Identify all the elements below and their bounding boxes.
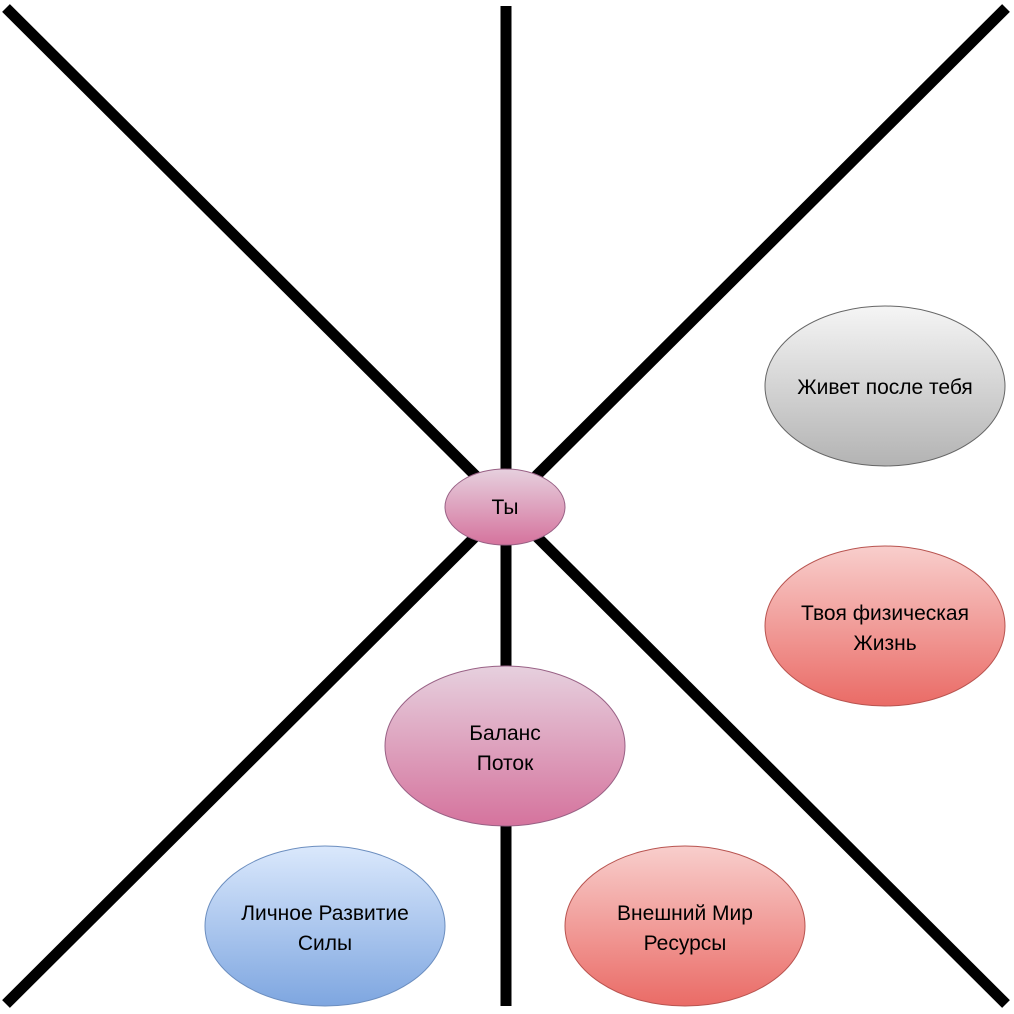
node-you[interactable]: Ты: [444, 468, 566, 546]
node-physical-life-label-line2: Жизнь: [853, 632, 916, 655]
node-personal-development-shape[interactable]: [204, 845, 446, 1007]
node-personal-development-label-line1: Личное Развитие: [241, 902, 409, 925]
node-personal-development[interactable]: Личное Развитие Силы: [204, 845, 446, 1007]
node-balance-label-line1: Баланс: [469, 722, 541, 745]
node-balance-label-line2: Поток: [477, 752, 534, 775]
node-lives-after[interactable]: Живет после тебя: [764, 305, 1006, 467]
node-balance[interactable]: Баланс Поток: [384, 665, 626, 827]
node-external-world-label-line2: Ресурсы: [644, 932, 727, 955]
node-physical-life[interactable]: Твоя физическая Жизнь: [764, 545, 1006, 707]
node-lives-after-label: Живет после тебя: [797, 376, 973, 399]
node-physical-life-shape[interactable]: [764, 545, 1006, 707]
node-you-shape[interactable]: [444, 468, 566, 546]
node-personal-development-label-line2: Силы: [298, 932, 352, 955]
node-external-world-label-line1: Внешний Мир: [617, 902, 753, 925]
node-external-world[interactable]: Внешний Мир Ресурсы: [564, 845, 806, 1007]
node-lives-after-shape[interactable]: [764, 305, 1006, 467]
node-physical-life-label-line1: Твоя физическая: [801, 602, 969, 625]
node-you-label: Ты: [492, 496, 519, 519]
node-balance-shape[interactable]: [384, 665, 626, 827]
node-external-world-shape[interactable]: [564, 845, 806, 1007]
